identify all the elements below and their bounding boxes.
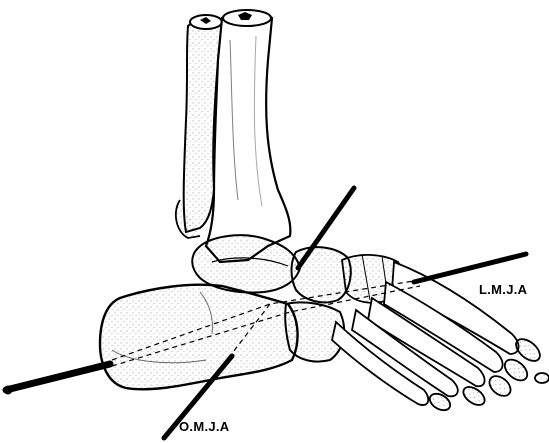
lmja-rod-right <box>414 254 526 282</box>
omja-label: O.M.J.A <box>179 419 230 434</box>
lmja-label: L.M.J.A <box>479 282 527 297</box>
calcaneus <box>100 285 298 390</box>
lmja-rod-left <box>6 364 110 390</box>
